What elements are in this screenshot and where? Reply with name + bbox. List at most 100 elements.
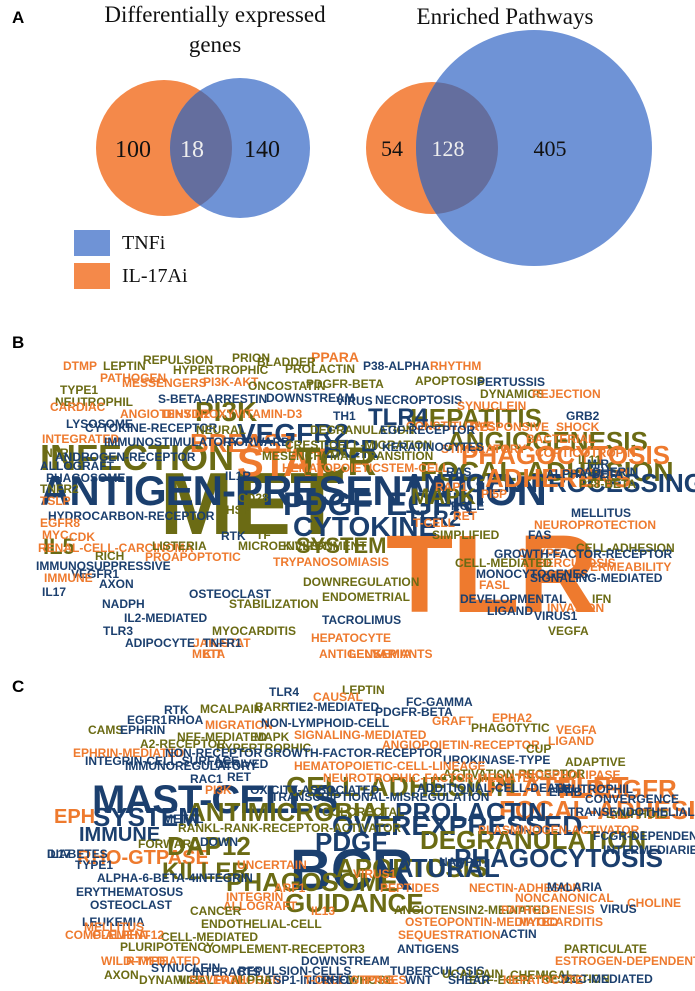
degs-title: Differentially expressed genes [104, 2, 326, 57]
cloud-b-word: CYTOKINE [293, 511, 438, 542]
cloud-b-word: MAPK [411, 484, 476, 509]
cloud-c-word: DCC-MEDIATED [561, 972, 653, 986]
cloud-c-word: ERYTHEMATOSUS [76, 885, 184, 899]
cloud-b-word: FAS [528, 528, 552, 542]
cloud-c-word: RTK [164, 703, 189, 717]
venn-pathways-left-count: 54 [381, 136, 403, 161]
cloud-b-word: LIGAND [487, 604, 533, 618]
cloud-b-word: PRION [232, 351, 271, 365]
cloud-b-word: VIRUS [336, 394, 373, 408]
cloud-b-word: PI3K-AKT [203, 375, 259, 389]
cloud-c-word: EGFR1 [127, 713, 168, 727]
venn-degs-left-count: 100 [115, 137, 151, 163]
cloud-c-word: DEGRANULATION [420, 825, 647, 855]
cloud-c-word: COLORECTAL [322, 805, 405, 819]
cloud-c-word: NONCANONICAL [515, 891, 614, 905]
cloud-c-word: R-MEDIATED [126, 954, 201, 968]
cloud-c-word: MAST-CELLS [92, 778, 339, 822]
venn-diagrams: 100 18 140 54 128 405 [96, 30, 652, 266]
cloud-b-word: CARDIAC [50, 400, 106, 414]
cloud-c-word: RHOA [168, 713, 204, 727]
cloud-b-word: CORTICOTROPIN [535, 446, 636, 460]
legend-label-il17ai: IL-17Ai [122, 264, 188, 287]
cloud-b-word: VEGFA [548, 624, 589, 638]
cloud-c-word: NEF-MEDIATED [177, 730, 267, 744]
cloud-b-word: IL17 [42, 585, 67, 599]
cloud-c-word: MCALPAIN [200, 702, 263, 716]
cloud-c-word: PHAGOTYTIC [471, 721, 550, 735]
cloud-b-word: SYNUCLEIN [457, 399, 527, 413]
cloud-c-word: RANKL-RANK-RECEPTOR-ACTIVATOR [178, 821, 402, 835]
cloud-c-word: GRAFT [432, 714, 474, 728]
cloud-b-word: MESENCHYMAL-TRANSITION [262, 449, 434, 463]
cloud-b-word: STABILIZATION [229, 597, 319, 611]
cloud-c-word: PLATELET [486, 771, 629, 802]
cloud-c-word: MAPK [254, 730, 290, 744]
cloud-c-word: PDGF [315, 827, 388, 857]
cloud-b-word: HYDROCARBON-RECEPTOR [48, 509, 215, 523]
cloud-c-word: G-ALPHA-12 [92, 928, 165, 942]
cloud-c-word: DYNAMICS [139, 973, 204, 986]
cloud-c-word: SEVERAL [189, 973, 246, 986]
cloud-b-word: RESPONSIVE [471, 420, 550, 434]
cloud-c-word: EPHRIN-MEDIATED [73, 746, 185, 760]
cloud-c-word: TLR4 [269, 685, 299, 699]
cloud-b-word: IFN [592, 592, 612, 606]
cloud-b-word: PHAGOSOME [46, 471, 126, 485]
cloud-b-word: VEGFR1 [71, 567, 120, 581]
cloud-c-word: TYPE1 [75, 858, 114, 872]
cloud-c-word: TIE2-MEDIATED [288, 700, 380, 714]
cloud-c-word: ANTIGENS [397, 942, 460, 956]
cloud-c-word: VEGFA [556, 723, 597, 737]
cloud-b-word: HYPERTROPHIC [173, 363, 269, 377]
cloud-b-word: SIGNALING-MEDIATED [530, 571, 663, 585]
cloud-c-word: PLASMINOGEN-ACTIVATOR [478, 823, 640, 837]
cloud-c-word: LEPTIN [342, 683, 385, 697]
cloud-c-word: GROWTH-FACTOR-RECEPTOR [264, 746, 443, 760]
cloud-b-word: PDGF [283, 486, 372, 522]
cloud-c-word: UCALPAIN [442, 967, 504, 981]
cloud-b-word: GRB2 [566, 409, 600, 423]
cloud-b-word: DEVELOPMENTAL [460, 592, 567, 606]
cloud-c-word: VIRUS1 [353, 867, 397, 881]
cloud-c-word: RHO-GTPASE [77, 847, 209, 869]
cloud-c-word: KILLER [162, 858, 249, 885]
cloud-b-word: MIR [587, 457, 609, 471]
cloud-c-word: BCR [290, 838, 414, 903]
cloud-c-word: CHOLINE [627, 896, 681, 910]
cloud-b-word: LYSOSOME [66, 417, 133, 431]
cloud-c-word: ARF1 [274, 881, 306, 895]
cloud-b-word: LEPTIN [103, 359, 146, 373]
cloud-c-word: FCGR-DEPENDENT [593, 829, 695, 843]
cloud-c-word: VIRAL [178, 973, 214, 986]
cloud-b-word: ROLE [451, 499, 485, 513]
cloud-c-word: MYOCARDITIS [519, 915, 603, 929]
cloud-c-word: INTEGRIN-CELL-SURFACE [85, 754, 239, 768]
cloud-c-word: RAC1 [190, 772, 223, 786]
cloud-b-word: FOCAL-ADHESION [420, 456, 674, 487]
cloud-b-word: TLR [386, 513, 598, 636]
cloud-c-word: TRANSCRIPTIONAL-MISREGULATION [271, 790, 490, 804]
cloud-b-word: GROWTH-FACTOR-RECEPTOR [494, 547, 673, 561]
cloud-c-word: DOWNSTREAM [301, 954, 390, 968]
cloud-b-word: DYNAMICS [480, 387, 545, 401]
cloud-b-word: HEPATITIS [410, 403, 542, 433]
venn-degs-right-count: 140 [244, 137, 280, 163]
cloud-c-word: HEMATOPOIETIC-CELL-LINEAGE [294, 759, 486, 773]
cloud-b-word: IMMUNOSTIMULATORY [104, 435, 240, 449]
cloud-c-word: HYPERTROPHIC [216, 741, 312, 755]
cloud-c-word: EPH [54, 806, 96, 828]
cloud-b-word: IL11 [578, 453, 602, 467]
cloud-c-word: GUIDANCE [285, 888, 424, 918]
cloud-b-word: DTMP [63, 359, 97, 373]
cloud-b-word: VARIANTS [372, 647, 433, 660]
venn-pathways-right-count: 405 [534, 136, 567, 161]
cloud-c-word: CHEMICAL [510, 968, 574, 982]
cloud-c-word: CAUSAL [313, 690, 363, 704]
cloud-c-word: ALPHA-6-BETA-4INTEGRIN [97, 871, 253, 885]
cloud-c-word: TOXICITY-ASSOCIATED [243, 783, 380, 797]
cloud-b-word: CREST-CELL-MIGRATION [285, 438, 433, 452]
cloud-b-word: TNFR2 [40, 482, 79, 496]
cloud-b-word: BLADDER [257, 355, 316, 369]
cloud-c-word: VIRUS [600, 902, 637, 916]
